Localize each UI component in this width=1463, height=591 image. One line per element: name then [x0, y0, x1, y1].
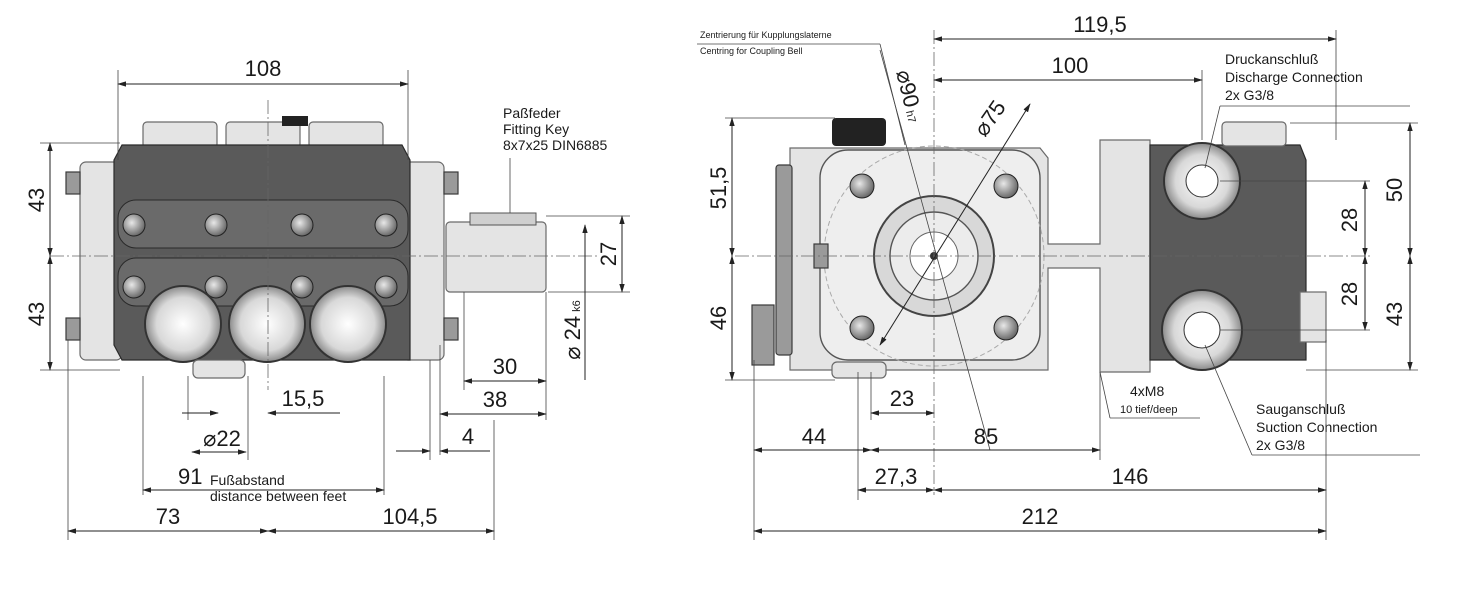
key-label-3: 8x7x25 DIN6885 [503, 137, 608, 153]
dim-22: ⌀22 [203, 426, 241, 451]
bolt-icon [374, 275, 398, 299]
dim-38: 38 [483, 387, 507, 412]
diameter-symbol: ⌀ [203, 426, 216, 451]
feet-label-2: distance between feet [210, 488, 346, 504]
side-plug [1299, 291, 1327, 343]
discharge-bore [1185, 164, 1219, 198]
front-view: 108 43 43 27 ⌀ 24 k6 Paßfeder Fitting Key… [24, 56, 630, 540]
inlet-port-3 [309, 285, 387, 363]
dim-91: 91 [178, 464, 202, 489]
bolt-icon [993, 315, 1019, 341]
side-bolt [751, 304, 775, 366]
dim-27: 27 [596, 242, 621, 266]
dim-119-5: 119,5 [1073, 12, 1126, 37]
valve-cap [1221, 121, 1287, 147]
dim-90-tolerance: h7 [903, 109, 918, 124]
dim-146: 146 [1112, 464, 1149, 489]
dim-24: ⌀ 24 k6 [560, 300, 585, 359]
valve-cap-3 [308, 121, 384, 149]
dim-43-bottom: 43 [24, 302, 49, 326]
mounting-foot [831, 361, 887, 379]
side-bolt [443, 317, 459, 341]
centring-label-1: Zentrierung für Kupplungslaterne [700, 30, 832, 40]
dim-75: ⌀75 [969, 96, 1011, 141]
drive-shaft [445, 221, 547, 293]
key-label-2: Fitting Key [503, 121, 569, 137]
dim-4: 4 [462, 424, 474, 449]
bolt-icon [122, 213, 146, 237]
bolt-icon [204, 275, 228, 299]
bolt-icon [290, 275, 314, 299]
thread-label: 4xM8 [1130, 383, 1164, 399]
mounting-foot [192, 359, 246, 379]
oil-cap [832, 118, 886, 146]
leader-line [1204, 344, 1253, 456]
leader-line [879, 43, 906, 146]
dim-23: 23 [890, 386, 914, 411]
bolt-icon [374, 213, 398, 237]
bolt-icon [849, 315, 875, 341]
dim-28-bottom: 28 [1337, 282, 1362, 306]
dim-104-5: 104,5 [382, 504, 437, 529]
side-bolt [443, 171, 459, 195]
dim-46: 46 [706, 306, 731, 330]
discharge-label-2: Discharge Connection [1225, 69, 1363, 85]
dim-24-value: 24 [560, 316, 585, 340]
fitting-key [469, 212, 537, 226]
diameter-symbol: ⌀ [560, 346, 585, 359]
dim-212: 212 [1022, 504, 1059, 529]
dim-43: 43 [1382, 302, 1407, 326]
valve-cap-1 [142, 121, 218, 149]
feet-label-1: Fußabstand [210, 472, 285, 488]
dim-90: ⌀90h7 [891, 67, 928, 124]
inlet-port-2 [228, 285, 306, 363]
dim-line-75 [879, 103, 1031, 346]
suction-label-1: Sauganschluß [1256, 401, 1346, 417]
bolt-icon [290, 213, 314, 237]
inlet-port-1 [144, 285, 222, 363]
dim-30: 30 [493, 354, 517, 379]
side-bolt [65, 317, 81, 341]
bolt-icon [849, 173, 875, 199]
dim-108: 108 [245, 56, 282, 81]
suction-bore [1183, 311, 1221, 349]
thread-depth: 10 tief/deep [1120, 404, 1178, 416]
centring-label-2: Centring for Coupling Bell [700, 46, 803, 56]
leader-line [1099, 371, 1111, 419]
leader-line [1204, 105, 1221, 169]
dim-100: 100 [1052, 53, 1089, 78]
bolt-icon [993, 173, 1019, 199]
side-bolt [65, 171, 81, 195]
dim-44: 44 [802, 424, 826, 449]
dim-15-5: 15,5 [282, 386, 325, 411]
dim-73: 73 [156, 504, 180, 529]
dim-24-tolerance: k6 [571, 300, 583, 312]
rear-cover [775, 164, 793, 356]
bolt-icon [122, 275, 146, 299]
dim-90-value: 90 [894, 80, 924, 110]
dim-43-top: 43 [24, 188, 49, 212]
discharge-label-1: Druckanschluß [1225, 51, 1318, 67]
dim-27-3: 27,3 [875, 464, 918, 489]
side-view: 119,5 100 ⌀90h7 ⌀75 Zentrierung für Kupp… [697, 12, 1420, 540]
bolt-icon [204, 213, 228, 237]
suction-label-2: Suction Connection [1256, 419, 1377, 435]
suction-label-3: 2x G3/8 [1256, 437, 1305, 453]
discharge-label-3: 2x G3/8 [1225, 87, 1274, 103]
dim-51-5: 51,5 [706, 167, 731, 210]
key-label-1: Paßfeder [503, 105, 561, 121]
manifold-band-top [117, 199, 409, 249]
diameter-symbol: ⌀ [891, 67, 918, 86]
dim-22-value: 22 [216, 426, 240, 451]
top-plug [282, 116, 308, 126]
dim-28-top: 28 [1337, 208, 1362, 232]
dim-50: 50 [1382, 178, 1407, 202]
dim-85: 85 [974, 424, 998, 449]
